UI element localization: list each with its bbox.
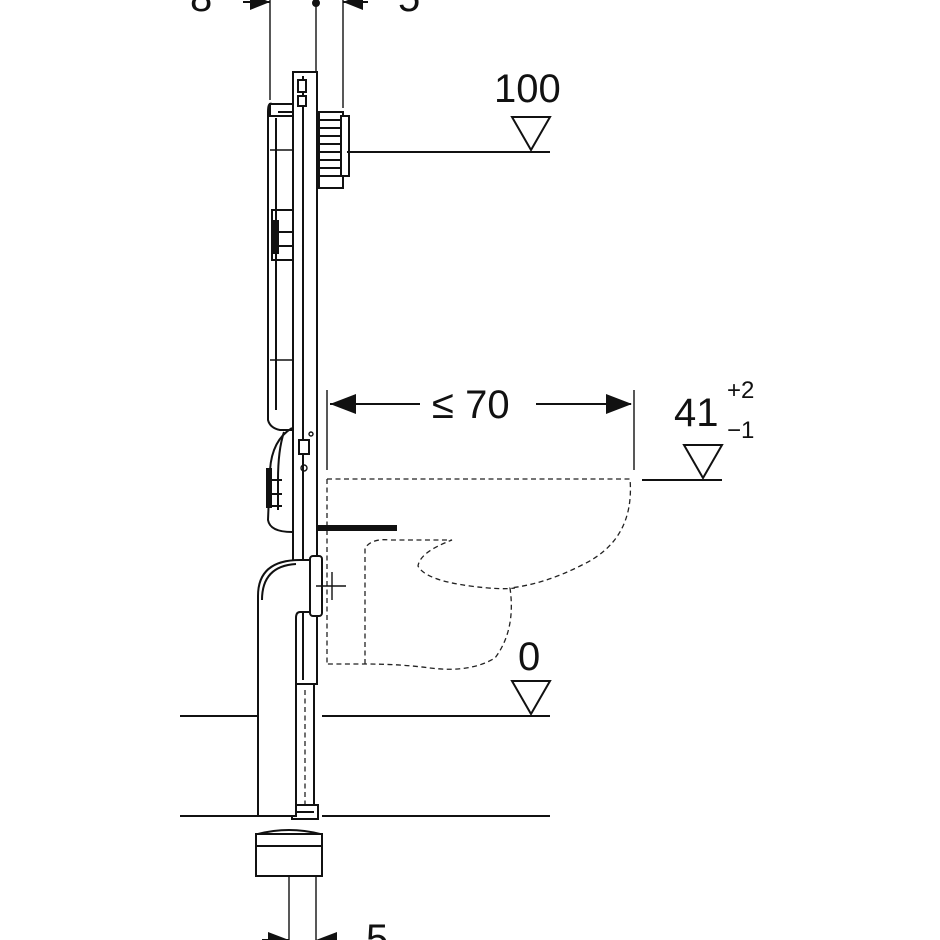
- level-41-tol-minus: −1: [727, 417, 754, 444]
- drain-connector: [255, 829, 323, 940]
- bottom-label: 5: [366, 917, 388, 940]
- bottom-dimension: 5: [262, 917, 388, 940]
- mounting-bolt: [317, 525, 397, 531]
- level-100-label: 100: [494, 67, 561, 111]
- level-0-label: 0: [518, 635, 540, 679]
- top-right-label: 5: [398, 0, 420, 20]
- drain-pipe: [257, 555, 346, 817]
- flush-pipe: [266, 427, 293, 533]
- wc-bowl: [326, 478, 632, 670]
- level-41-tol-plus: +2: [727, 377, 754, 404]
- level-marker-41: 41 +2 −1: [642, 377, 754, 481]
- horizontal-dimension: ≤ 70: [326, 383, 635, 470]
- level-marker-0: 0: [510, 635, 552, 717]
- top-left-label: 8: [190, 0, 212, 20]
- level-marker-100: 100: [347, 67, 561, 153]
- top-dimension: 8 5: [190, 0, 420, 108]
- floor-lines: [180, 715, 550, 817]
- dim-70-label: ≤ 70: [432, 383, 510, 427]
- flush-plate-box: [318, 111, 350, 189]
- level-41-label: 41: [674, 391, 719, 435]
